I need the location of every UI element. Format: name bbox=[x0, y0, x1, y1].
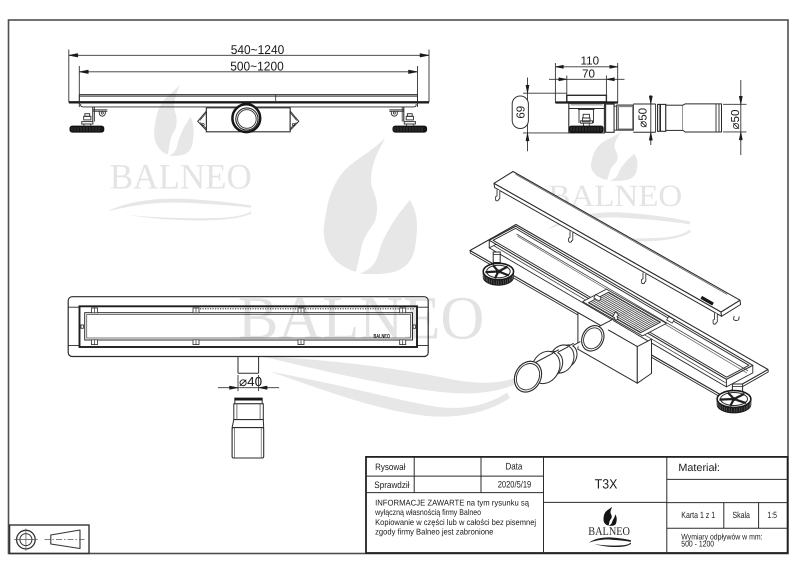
svg-text:Skala: Skala bbox=[733, 510, 750, 520]
svg-text:⌀50: ⌀50 bbox=[729, 110, 742, 130]
svg-text:70: 70 bbox=[582, 67, 595, 80]
svg-text:Materiał:: Materiał: bbox=[678, 462, 720, 474]
svg-text:500~1200: 500~1200 bbox=[230, 58, 284, 73]
svg-text:Kopiowanie w części lub w cało: Kopiowanie w części lub w całości bez pi… bbox=[375, 517, 536, 527]
svg-text:zgody firmy Balneo jest zabron: zgody firmy Balneo jest zabronione bbox=[375, 527, 494, 537]
svg-text:110: 110 bbox=[581, 55, 599, 68]
svg-text:INFORMACJE ZAWARTE na tym rysu: INFORMACJE ZAWARTE na tym rysunku są bbox=[375, 498, 529, 508]
svg-text:69: 69 bbox=[514, 106, 527, 119]
svg-text:T3X: T3X bbox=[595, 477, 618, 492]
svg-text:BALNEO: BALNEO bbox=[373, 333, 390, 340]
svg-text:BALNEO: BALNEO bbox=[110, 157, 252, 197]
svg-text:⌀50: ⌀50 bbox=[637, 108, 650, 128]
svg-text:Sprawdził: Sprawdził bbox=[374, 480, 409, 490]
svg-text:Rysował: Rysował bbox=[375, 462, 405, 472]
svg-text:Wymiary odpływów w mm:: Wymiary odpływów w mm: bbox=[681, 533, 762, 542]
svg-text:1:5: 1:5 bbox=[767, 510, 777, 520]
svg-text:BALNEO: BALNEO bbox=[588, 524, 630, 538]
svg-text:2020/5/19: 2020/5/19 bbox=[498, 479, 532, 490]
svg-text:Karta 1 z 1: Karta 1 z 1 bbox=[681, 510, 715, 520]
svg-text:⌀40: ⌀40 bbox=[239, 374, 262, 389]
svg-text:wyłączną własnością firmy Baln: wyłączną własnością firmy Balneo bbox=[374, 507, 481, 517]
svg-text:500 - 1200: 500 - 1200 bbox=[681, 540, 714, 549]
svg-text:BALNEO: BALNEO bbox=[238, 284, 485, 352]
svg-text:Data: Data bbox=[505, 461, 522, 472]
svg-text:540~1240: 540~1240 bbox=[231, 42, 285, 57]
